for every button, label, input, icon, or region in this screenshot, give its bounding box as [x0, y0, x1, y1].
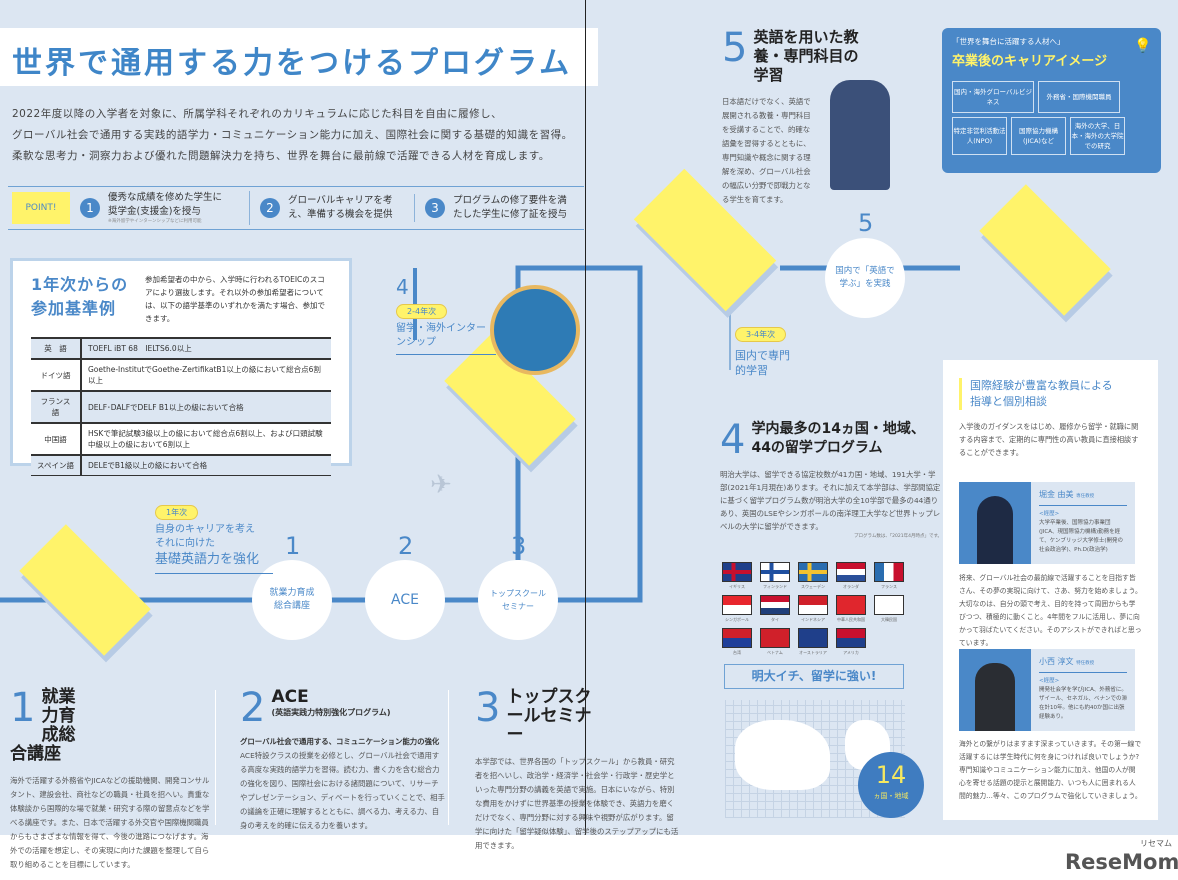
flag-label: ベトナム: [767, 650, 783, 655]
flag-icon: [798, 628, 828, 648]
flag-label: アメリカ: [843, 650, 859, 655]
airplane-icon: ✈: [430, 470, 452, 500]
flag-label: フィンランド: [763, 584, 787, 589]
mentor-info: 小西 淳文 特任教授 <経歴>開発社会学を学びJICA、外務省に。ザイール、セネ…: [1031, 649, 1135, 731]
page-title: 世界で通用する力をつけるプログラム: [0, 28, 598, 86]
step-circle-3: トップスクールセミナー: [478, 560, 558, 640]
mentor-photo: [959, 649, 1031, 731]
flag-label: 大韓民国: [881, 617, 897, 622]
flag-label: イギリス: [729, 584, 745, 589]
country-count-badge: 14 ヵ国・地域: [858, 752, 924, 818]
flags-grid: イギリス フィンランド スウェーデン オランダ フランスシンガポール タイ インドネシア 中華…: [722, 562, 922, 660]
step4-label: 4 2-4年次 留学・海外インターンシップ: [396, 275, 496, 355]
flag-label: 中華人民共和国: [837, 617, 865, 622]
flag-label: タイ: [771, 617, 779, 622]
lead-text: 2022年度以降の入学者を対象に、所属学科それぞれのカリキュラムに応じた科目を自…: [12, 108, 573, 162]
step-number: 1: [285, 532, 301, 560]
flag-label: インドネシア: [801, 617, 825, 622]
step34-label: 3-4年次 国内で専門的学習: [735, 322, 805, 378]
step-circle-2: ACE: [365, 560, 445, 640]
map-banner: 明大イチ、留学に強い!: [724, 664, 904, 689]
criteria-panel: 1年次からの参加基準例 参加希望者の中から、入学時に行われるTOEICのスコアに…: [10, 258, 352, 476]
handshake-illustration: [830, 80, 890, 190]
page-fold: [585, 0, 586, 835]
resemom-logo: ReseMom: [1065, 850, 1178, 874]
flag-icon: [760, 562, 790, 582]
resemom-logo-kana: リセマム: [1140, 839, 1172, 848]
flag-icon: [874, 562, 904, 582]
flag-label: 台湾: [733, 650, 741, 655]
flag-icon: [760, 595, 790, 615]
lightbulb-icon: 💡: [1134, 38, 1152, 54]
globe-icon: [490, 285, 580, 375]
step-number: 5: [858, 209, 874, 237]
flag-icon: [836, 628, 866, 648]
criteria-title: 1年次からの参加基準例: [31, 275, 129, 318]
point-label: POINT!: [12, 192, 70, 224]
flag-icon: [836, 595, 866, 615]
year1-label: 1年次 自身のキャリアを考え それに向けた 基礎英語力を強化: [155, 500, 273, 574]
flag-label: シンガポール: [725, 617, 749, 622]
step-circle-5: 国内で「英語で学ぶ」を実践: [825, 238, 905, 318]
flag-label: オランダ: [843, 584, 859, 589]
flag-icon: [722, 595, 752, 615]
step-number: 2: [398, 532, 414, 560]
flag-icon: [760, 628, 790, 648]
step-number: 3: [511, 532, 527, 560]
flag-label: スウェーデン: [801, 584, 825, 589]
flag-label: フランス: [881, 584, 897, 589]
career-panel: 「世界を舞台に活躍する人材へ」 卒業後のキャリアイメージ 国内・海外グローバルビ…: [942, 28, 1161, 173]
mentor-info: 堀金 由美 専任教授 <経歴>大学卒業後、国際協力事業団(JICA、現国際協力機…: [1031, 482, 1135, 564]
flag-label: オーストラリア: [799, 650, 827, 655]
flag-icon: [798, 562, 828, 582]
flag-icon: [798, 595, 828, 615]
mentor-panel: 国際経験が豊富な教員による指導と個別相談 入学後のガイダンスをはじめ、履修から留…: [943, 360, 1158, 820]
mentor-photo: [959, 482, 1031, 564]
flag-icon: [722, 562, 752, 582]
flag-icon: [836, 562, 866, 582]
criteria-desc: 参加希望者の中から、入学時に行われるTOEICのスコアにより選抜します。それ以外…: [145, 275, 325, 323]
flag-icon: [722, 628, 752, 648]
flag-icon: [874, 595, 904, 615]
